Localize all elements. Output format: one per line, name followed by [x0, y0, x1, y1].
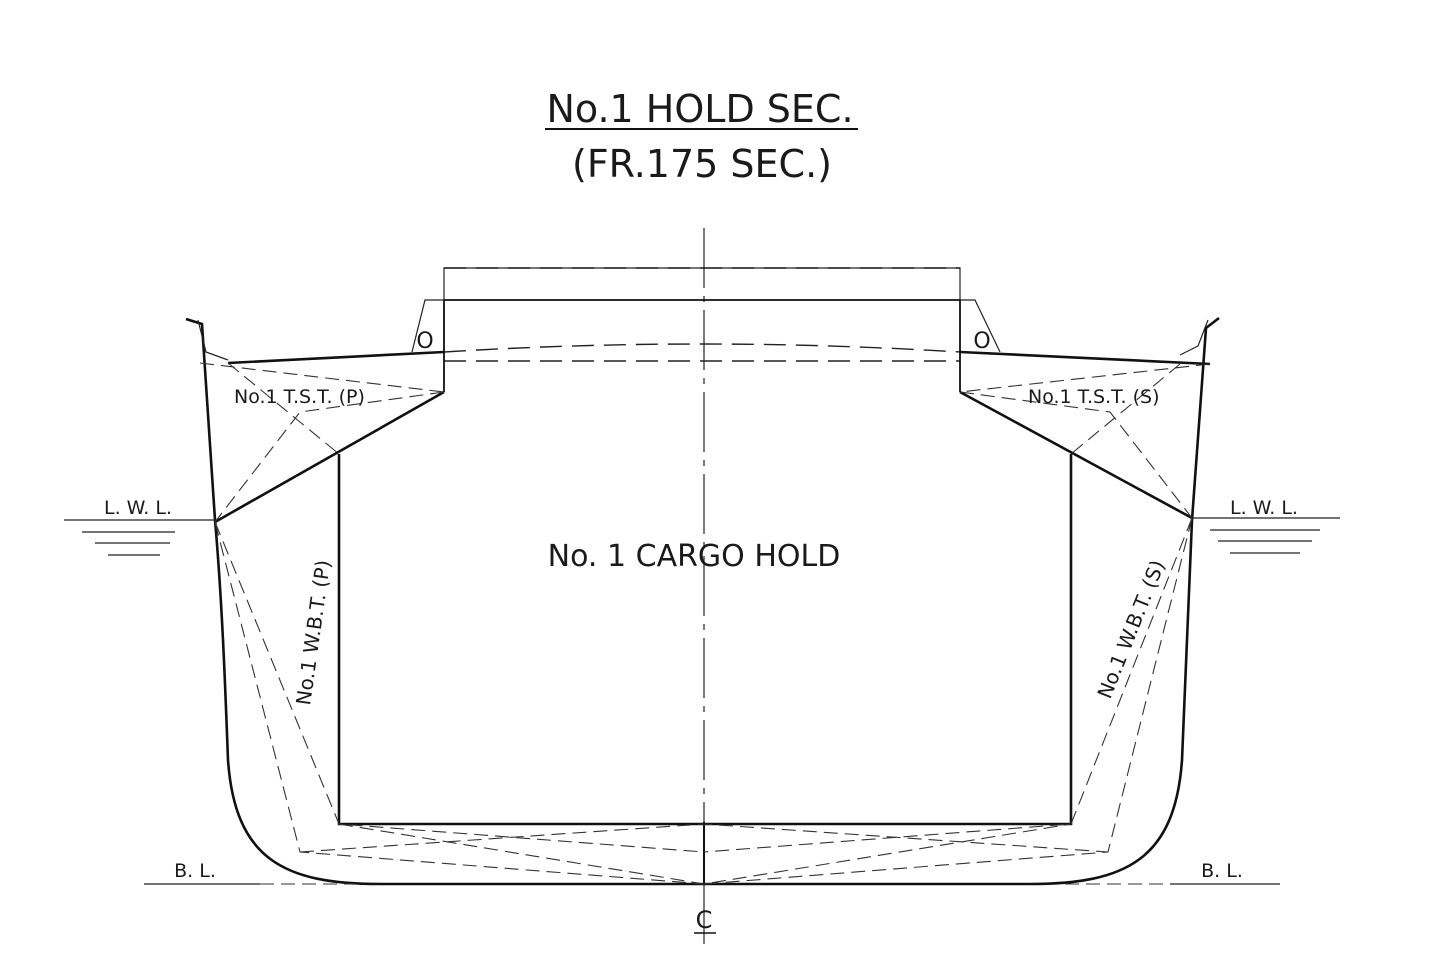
drawing-title: No.1 HOLD SEC. [546, 87, 853, 131]
centerline-symbol: C [696, 906, 713, 934]
lwl-label-starboard: L. W. L. [1230, 497, 1298, 519]
bulwark-detail-port [197, 319, 229, 361]
topside-tank-slope-port [214, 390, 445, 524]
main-deck-port [227, 350, 445, 365]
lwl-label-port: L. W. L. [104, 497, 172, 519]
tank-label-tst-starboard: No.1 T.S.T. (S) [1028, 386, 1159, 408]
bl-label-port: B. L. [174, 860, 216, 882]
topside-tank-slope-starboard [959, 390, 1193, 520]
tank-label-tst-port: No.1 T.S.T. (P) [234, 386, 365, 408]
bl-label-starboard: B. L. [1201, 860, 1243, 882]
wbt-port-dashed [214, 521, 705, 885]
tank-label-wbt-port: No.1 W.B.T. (P) [291, 558, 335, 706]
main-deck-starboard [959, 350, 1211, 366]
cargo-hold-label: No. 1 CARGO HOLD [548, 539, 841, 574]
coaming-mark-port: O [416, 329, 433, 354]
hatch-coaming [443, 299, 961, 392]
tst-starboard-dashed [959, 363, 1211, 519]
tank-label-wbt-starboard: No.1 W.B.T. (S) [1092, 557, 1169, 702]
tst-port-dashed [199, 362, 445, 523]
hatch-coaming-bracket-port [411, 299, 444, 353]
cargo-hold-boundary [337, 454, 1073, 826]
bulwark-detail-starboard [1179, 319, 1209, 356]
drawing-subtitle: (FR.175 SEC.) [572, 142, 832, 186]
coaming-mark-starboard: O [973, 329, 990, 354]
hatch-cover-outline [443, 267, 961, 300]
hatch-coaming-bracket-starboard [960, 299, 1001, 353]
double-bottom-dashed [299, 823, 1109, 885]
deck-camber-line [443, 343, 961, 353]
